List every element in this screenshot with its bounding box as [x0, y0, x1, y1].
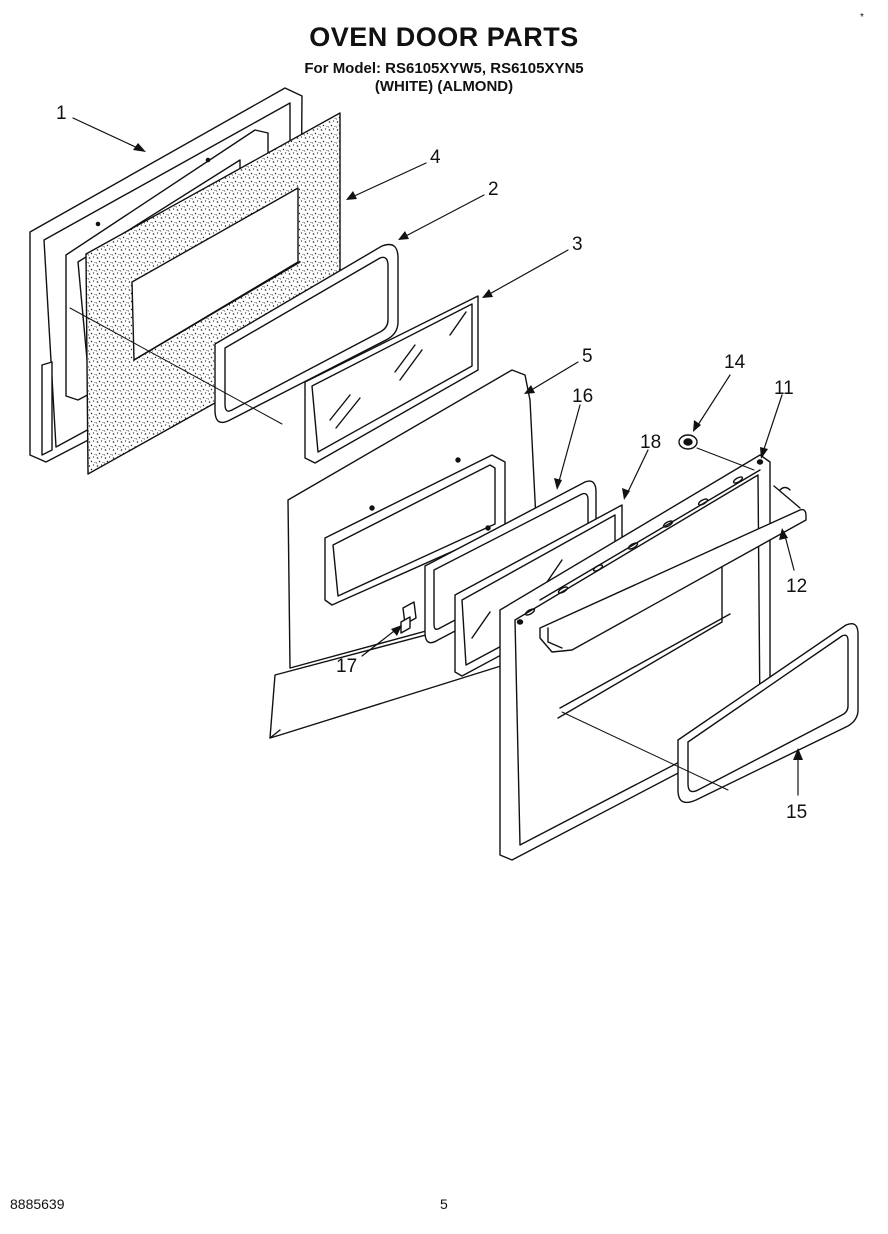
part-12-door-handle: [539, 485, 807, 653]
callout-3: 3: [572, 234, 583, 255]
callout-5: 5: [582, 346, 593, 367]
callout-17: 17: [336, 656, 357, 677]
callout-12: 12: [786, 576, 807, 597]
page-title: OVEN DOOR PARTS: [309, 22, 579, 52]
leader-arrowheads: [133, 143, 803, 760]
page-number: 5: [440, 1196, 448, 1212]
part-15-outer-door-gasket: [677, 622, 859, 804]
model-numbers: For Model: RS6105XYW5, RS6105XYN5: [304, 60, 584, 77]
callout-2: 2: [488, 179, 499, 200]
callout-18: 18: [640, 432, 661, 453]
callout-14: 14: [724, 352, 746, 373]
model-colors: (WHITE) (ALMOND): [374, 78, 514, 95]
part-2-window-frame-gasket: [214, 243, 399, 424]
callout-16: 16: [572, 386, 593, 407]
document-number: 8885639: [10, 1196, 65, 1212]
callout-11: 11: [774, 378, 794, 399]
leader-lines: [72, 117, 799, 796]
callout-labels: 1 4 2 3 5 16 18 14 11 12 17 15: [56, 103, 807, 823]
callout-4: 4: [430, 147, 441, 168]
callout-15: 15: [786, 802, 807, 823]
corner-mark: *: [860, 12, 864, 23]
callout-1: 1: [56, 103, 67, 124]
part-17-clip: [400, 601, 417, 634]
part-3-glass-panel: [304, 295, 479, 464]
part-14-handle-nut: [678, 434, 755, 471]
